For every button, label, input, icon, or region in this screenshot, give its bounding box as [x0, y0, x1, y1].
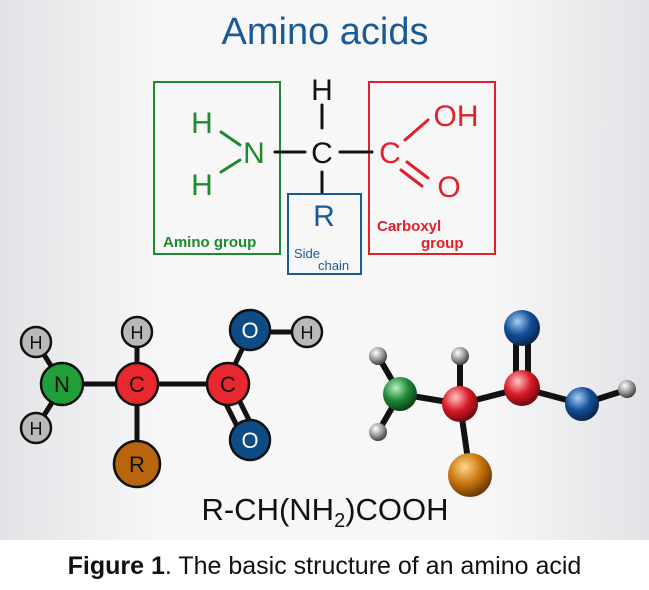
side-chain-label-line2: chain	[318, 258, 349, 273]
stick-n	[383, 377, 417, 411]
caption-rest: . The basic structure of an amino acid	[164, 552, 582, 580]
bond-c-oh	[403, 118, 430, 142]
atom-c-carboxyl: C	[379, 137, 401, 170]
atom-h-top: H	[311, 74, 333, 107]
ball-c-2	[205, 361, 251, 407]
page-title: Amino acids	[222, 11, 429, 53]
stick-h-top-left	[369, 347, 387, 365]
ball-h-4	[290, 315, 324, 349]
stick-h-bottom-left	[369, 423, 387, 441]
stick-h-top	[451, 347, 469, 365]
stick-o-top	[504, 310, 540, 346]
ball-label-c-2: C	[220, 372, 236, 397]
ball-label-h-2: H	[30, 419, 43, 439]
condensed-formula: R-CH(NH2)COOH	[201, 492, 448, 532]
atom-o: O	[437, 171, 460, 204]
structural-bonds	[219, 103, 430, 194]
ball-n	[39, 361, 85, 407]
amino-group-label: Amino group	[163, 234, 256, 251]
bond-h-n-lower	[219, 158, 242, 174]
stick-o-right	[565, 387, 599, 421]
amino-group-box	[153, 81, 281, 255]
ball-model-atoms	[19, 308, 324, 489]
stick-h-right	[618, 380, 636, 398]
atom-n: N	[243, 137, 265, 170]
ball-label-c-1: C	[129, 372, 145, 397]
bond-h-n-upper	[219, 130, 242, 147]
figure-caption: Figure 1. The basic structure of an amin…	[0, 552, 649, 581]
ball-stick-3d-atoms	[369, 310, 636, 497]
ball-label-o-2: O	[241, 428, 258, 453]
ball-label-h-4: H	[301, 323, 314, 343]
stick-c-1	[442, 386, 478, 422]
ball-label-h-1: H	[30, 333, 43, 353]
atom-r: R	[313, 200, 335, 233]
carboxyl-label-line2: group	[421, 235, 464, 252]
ball-h-2	[19, 411, 53, 445]
side-chain-label-line1: Side	[294, 246, 320, 261]
stick-r	[448, 453, 492, 497]
carboxyl-group-box	[368, 81, 496, 255]
caption-bold: Figure 1	[67, 552, 165, 580]
amino-acid-figure: Amino acids H H H N C C OH O R Amino gro…	[0, 0, 649, 540]
ball-h-3	[120, 315, 154, 349]
bond-c-o-1	[405, 160, 430, 180]
carboxyl-label-line1: Carboxyl	[377, 218, 441, 235]
atom-h-upper-left: H	[191, 107, 213, 140]
atom-c-alpha: C	[311, 137, 333, 170]
bond-c-o-2	[399, 168, 424, 188]
atom-h-lower-left: H	[191, 169, 213, 202]
background-panel	[0, 0, 649, 540]
ball-o-1	[228, 308, 272, 352]
ball-c-1	[114, 361, 160, 407]
ball-label-n: N	[54, 372, 70, 397]
ball-r	[112, 439, 162, 489]
stick-c-2	[504, 370, 540, 406]
ball-label-r: R	[129, 452, 145, 477]
ball-o-2	[228, 418, 272, 462]
ball-h-1	[19, 325, 53, 359]
ball-label-h-3: H	[131, 323, 144, 343]
atom-oh: OH	[434, 100, 479, 133]
side-chain-box	[287, 193, 362, 275]
ball-label-o-1: O	[241, 318, 258, 343]
